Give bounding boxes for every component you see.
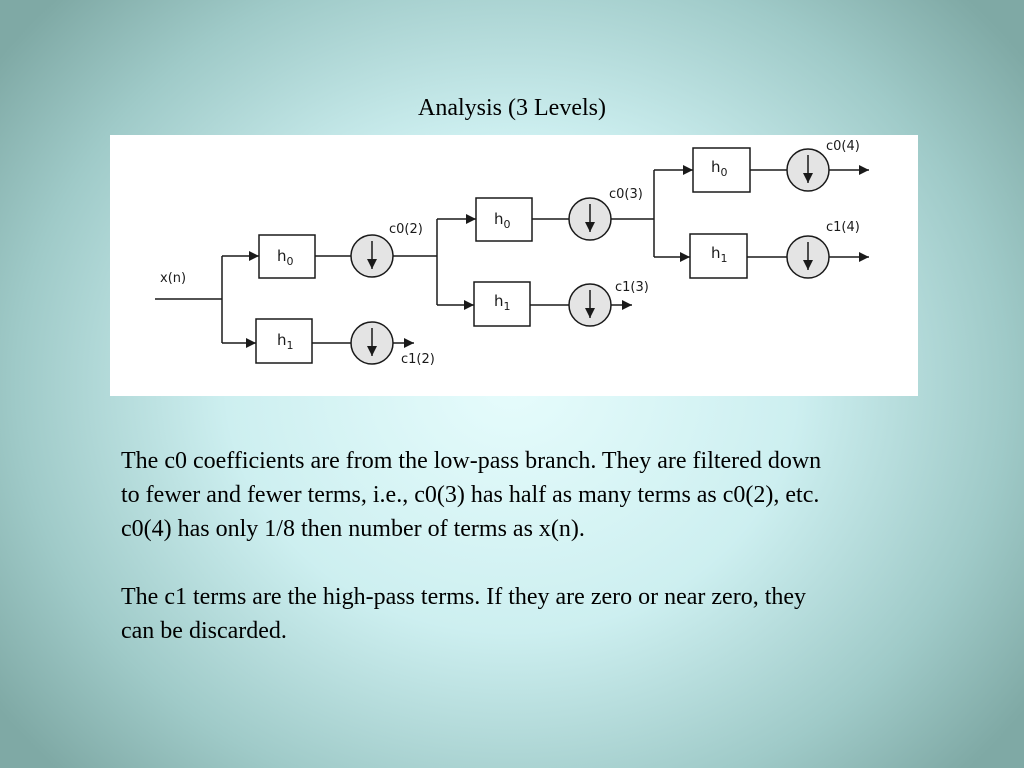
filter-label-h0-level2: h0 bbox=[494, 210, 511, 231]
filter-label-h1-level1: h1 bbox=[277, 331, 294, 352]
slide-body: The c0 coefficients are from the low-pas… bbox=[121, 444, 841, 648]
input-label: x(n) bbox=[160, 271, 186, 286]
lowpass-filter-box-level2 bbox=[475, 197, 533, 242]
filter-label-h0-level3: h0 bbox=[711, 158, 728, 179]
output-label-c1-4: c1(4) bbox=[826, 220, 860, 235]
highpass-filter-box-level3 bbox=[689, 233, 748, 279]
output-label-c0-2: c0(2) bbox=[389, 222, 423, 237]
lowpass-filter-box-level3 bbox=[692, 147, 751, 193]
slide-title: Analysis (3 Levels) bbox=[418, 95, 606, 121]
highpass-filter-box-level2 bbox=[473, 281, 531, 327]
filter-bank-diagram: h0 h1 h0 h1 h0 h1 x(n) c0(2) c1(2) c0(3)… bbox=[110, 135, 918, 396]
output-label-c1-3: c1(3) bbox=[615, 280, 649, 295]
highpass-filter-box-level1 bbox=[255, 318, 313, 364]
paragraph-c1-terms: The c1 terms are the high-pass terms. If… bbox=[121, 584, 807, 644]
lowpass-filter-box-level1 bbox=[258, 234, 316, 279]
output-label-c0-3: c0(3) bbox=[609, 187, 643, 202]
filter-label-h1-level3: h1 bbox=[711, 244, 728, 265]
filter-label-h1-level2: h1 bbox=[494, 292, 511, 313]
output-label-c0-4: c0(4) bbox=[826, 139, 860, 154]
filter-bank-svg: h0 h1 h0 h1 h0 h1 x(n) c0(2) c1(2) c0(3)… bbox=[155, 139, 869, 367]
filter-label-h0-level1: h0 bbox=[277, 247, 294, 268]
paragraph-c0-coefficients: The c0 coefficients are from the low-pas… bbox=[121, 448, 822, 542]
output-label-c1-2: c1(2) bbox=[401, 352, 435, 367]
